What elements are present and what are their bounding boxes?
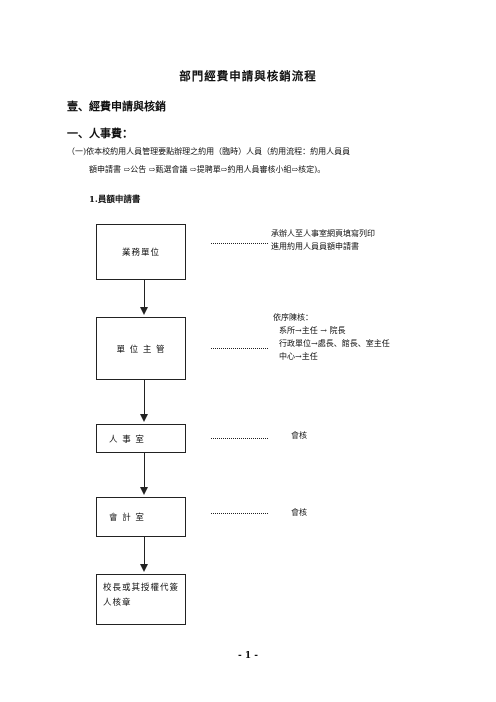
flow-note-1: 承辦人至人事室網頁填寫列印 進用約用人員員額申請書 [271, 228, 375, 253]
note-line: 系所→主任 → 院長 [279, 326, 346, 335]
note-line: 中心→主任 [279, 352, 318, 361]
flow-box-business-unit: 業務單位 [96, 224, 186, 280]
note-line: 依序陳核： [273, 313, 313, 322]
note-line: 進用約用人員員額申請書 [271, 241, 359, 251]
arrow-down-icon [140, 307, 148, 315]
flow-connector [144, 453, 145, 488]
flow-note-3: 會核 [291, 431, 307, 440]
page-number: - 1 - [238, 651, 258, 661]
subsection-heading: 一、人事費： [67, 127, 133, 140]
section-heading: 壹、經費申請與核銷 [67, 100, 166, 113]
flow-box-label: 會 計 室 [109, 513, 145, 523]
dotted-leader [211, 438, 268, 439]
arrow-down-icon [140, 564, 148, 572]
dotted-leader [211, 348, 268, 349]
flow-box-president-signature: 校長或其授權代簽人核章 [96, 574, 186, 625]
flow-box-personnel-office: 人 事 室 [96, 424, 186, 453]
flow-note-2: 依序陳核： 系所→主任 → 院長 行政單位→處長、館長、室主任 中心→主任 [273, 311, 390, 363]
note-line: 行政單位→處長、館長、室主任 [279, 339, 390, 348]
page-title: 部門經費申請與核銷流程 [179, 69, 317, 83]
flow-connector [144, 380, 145, 415]
flow-note-4: 會核 [291, 508, 307, 517]
flow-connector [144, 280, 145, 308]
dotted-leader [211, 243, 268, 244]
dotted-leader [211, 513, 268, 514]
form-subheading: 1.員額申請書 [89, 195, 141, 205]
paragraph-line-1: （一)依本校約用人員管理要點辦理之約用（臨時）人員（約用流程：約用人員員 [67, 147, 351, 156]
flow-box-accounting-office: 會 計 室 [96, 497, 186, 537]
paragraph-line-2: 額申請書 ⇨公告 ⇨甄選會議 ⇨提聘單⇨約用人員審核小組⇨核定)。 [89, 165, 326, 174]
flow-box-label: 單 位 主 管 [116, 344, 166, 355]
flow-box-label: 校長或其授權代簽人核章 [103, 583, 180, 608]
flow-connector [144, 537, 145, 565]
note-line: 承辦人至人事室網頁填寫列印 [271, 229, 375, 238]
flow-box-unit-supervisor: 單 位 主 管 [96, 317, 186, 380]
flow-box-label: 業務單位 [121, 248, 160, 258]
arrow-down-icon [140, 487, 148, 495]
flow-box-label: 人 事 室 [109, 434, 145, 445]
arrow-down-icon [140, 414, 148, 422]
